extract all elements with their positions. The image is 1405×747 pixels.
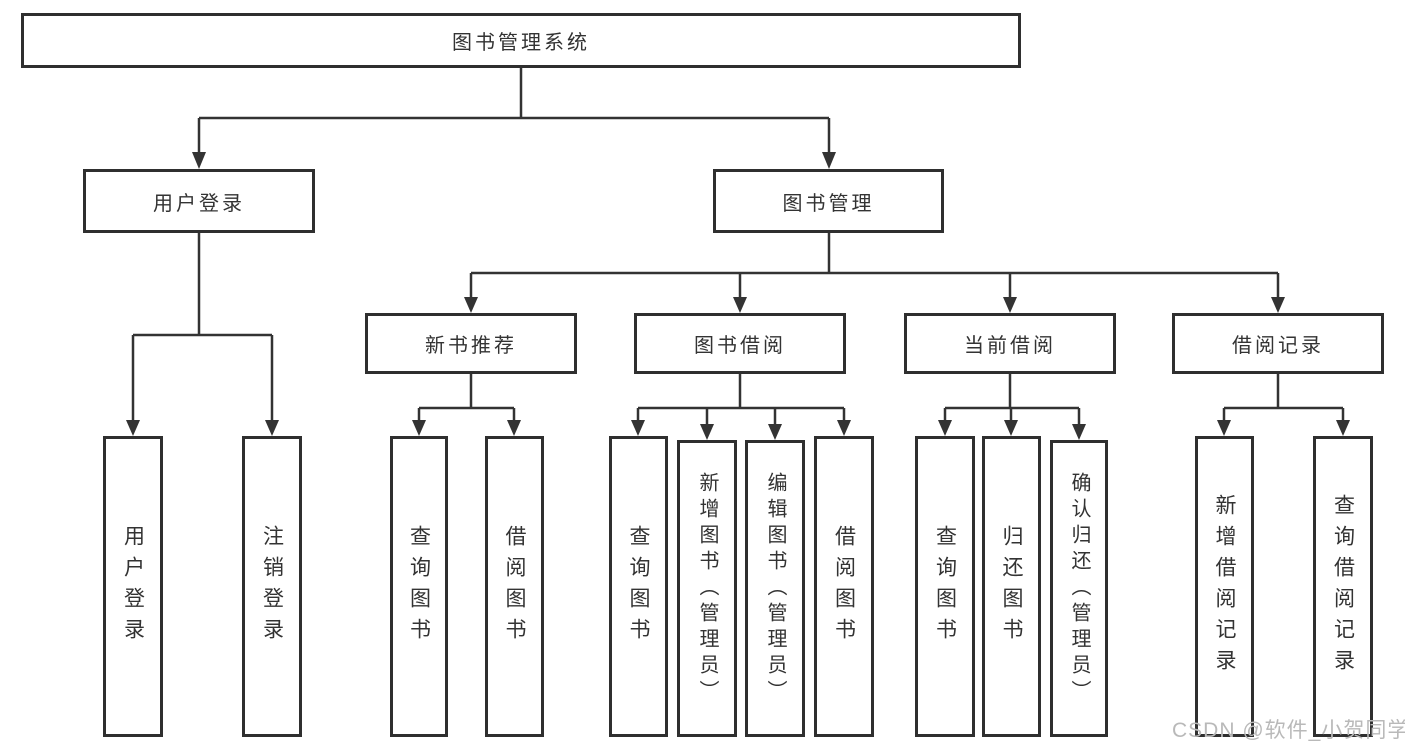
node-leaf-query-borrow-record-label: 查询借阅记录: [1331, 493, 1355, 680]
node-leaf-confirm-return-admin: 确认归还（管理员）: [1050, 440, 1108, 737]
node-root: 图书管理系统: [21, 13, 1021, 68]
connector-book-management-children: [464, 233, 1285, 313]
node-book-borrowing-label: 图书借阅: [694, 335, 786, 357]
node-root-label: 图书管理系统: [452, 32, 590, 54]
node-borrowing-records-label: 借阅记录: [1232, 335, 1324, 357]
node-leaf-query-borrow-record: 查询借阅记录: [1313, 436, 1373, 737]
node-leaf-return-books-label: 归还图书: [1000, 524, 1023, 649]
node-leaf-add-borrow-record-label: 新增借阅记录: [1213, 493, 1236, 680]
connector-new-book-recommend-children: [412, 374, 521, 436]
node-book-management: 图书管理: [713, 169, 944, 233]
connector-user-login-children: [126, 233, 279, 436]
csdn-watermark: CSDN @软件_小贺同学: [1172, 719, 1405, 742]
node-leaf-edit-books-admin-label: 编辑图书（管理员）: [764, 471, 786, 706]
node-leaf-logout-label: 注销登录: [260, 524, 284, 649]
node-borrowing-records: 借阅记录: [1172, 313, 1384, 374]
node-leaf-query-books-1-label: 查询图书: [407, 524, 431, 649]
node-leaf-edit-books-admin: 编辑图书（管理员）: [745, 440, 805, 737]
node-leaf-add-books-admin-label: 新增图书（管理员）: [696, 471, 718, 706]
node-leaf-query-books-2: 查询图书: [609, 436, 668, 737]
node-leaf-borrow-books-1-label: 借阅图书: [503, 524, 526, 649]
node-user-login-label: 用户登录: [153, 192, 245, 215]
node-leaf-query-books-3-label: 查询图书: [933, 524, 957, 649]
node-leaf-user-login-label: 用户登录: [121, 524, 145, 649]
node-leaf-add-borrow-record: 新增借阅记录: [1195, 436, 1254, 737]
node-user-login: 用户登录: [83, 169, 315, 233]
node-leaf-query-books-3: 查询图书: [915, 436, 975, 737]
node-leaf-borrow-books-2: 借阅图书: [814, 436, 874, 737]
connector-root-to-level2: [192, 68, 836, 169]
node-book-borrowing: 图书借阅: [634, 313, 846, 374]
node-book-management-label: 图书管理: [782, 192, 875, 215]
node-leaf-user-login: 用户登录: [103, 436, 163, 737]
node-current-borrowing: 当前借阅: [904, 313, 1116, 374]
node-current-borrowing-label: 当前借阅: [964, 335, 1056, 357]
connector-borrowing-records-children: [1217, 374, 1350, 436]
node-leaf-borrow-books-2-label: 借阅图书: [832, 524, 856, 649]
node-leaf-confirm-return-admin-label: 确认归还（管理员）: [1068, 471, 1090, 706]
connector-current-borrowing-children: [938, 374, 1086, 440]
node-new-book-recommend-label: 新书推荐: [425, 335, 517, 357]
connector-book-borrowing-children: [631, 374, 851, 440]
node-leaf-return-books: 归还图书: [982, 436, 1041, 737]
node-leaf-query-books-1: 查询图书: [390, 436, 448, 737]
node-new-book-recommend: 新书推荐: [365, 313, 577, 374]
node-leaf-borrow-books-1: 借阅图书: [485, 436, 544, 737]
node-leaf-query-books-2-label: 查询图书: [627, 524, 650, 649]
node-leaf-add-books-admin: 新增图书（管理员）: [677, 440, 737, 737]
node-leaf-logout: 注销登录: [242, 436, 302, 737]
